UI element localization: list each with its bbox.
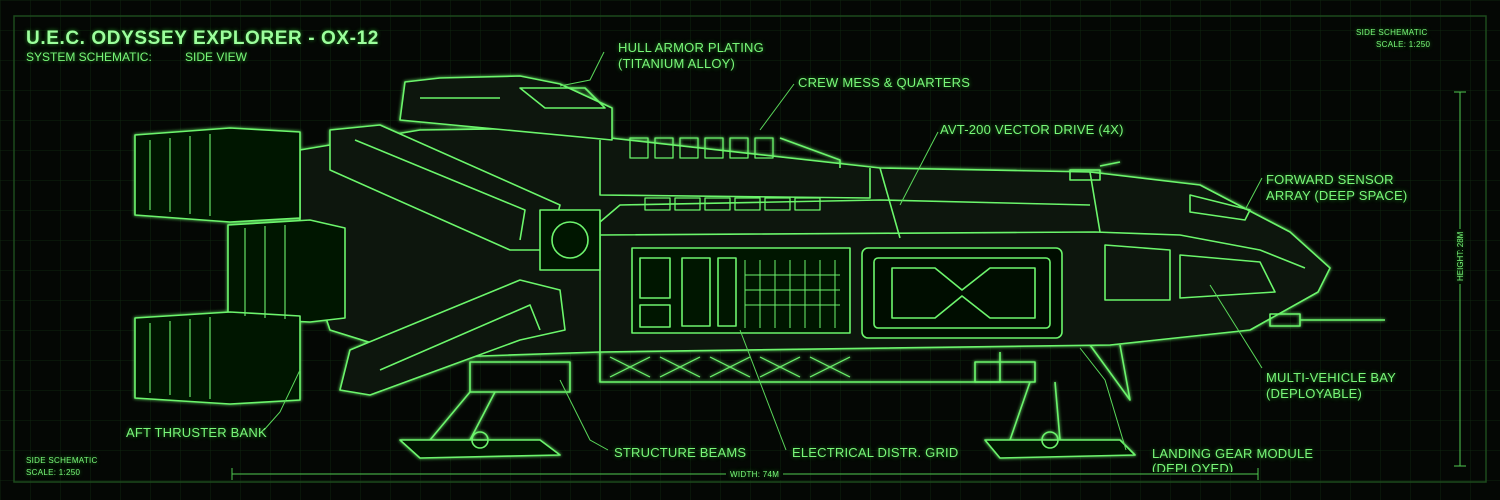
callout-structure-beams: STRUCTURE BEAMS [614, 445, 747, 460]
callout-vehicle-bay-line1: MULTI-VEHICLE BAY [1266, 370, 1397, 385]
callout-landing-gear-line1: LANDING GEAR MODULE [1152, 446, 1314, 461]
callout-landing-gear-line2: (DEPLOYED) [1152, 461, 1234, 472]
corner-bottom-left-line1: SIDE SCHEMATIC [26, 456, 98, 465]
schematic-view-label: SIDE VIEW [185, 50, 248, 64]
height-dimension-label: HEIGHT: 28M [1456, 228, 1465, 284]
width-dimension-label: WIDTH: 74M [726, 470, 784, 480]
corner-bottom-left-line2: SCALE: 1:250 [26, 468, 81, 477]
ship-body [134, 75, 1385, 459]
callout-leaders [263, 51, 1263, 451]
callout-electrical-grid: ELECTRICAL DISTR. GRID [792, 445, 959, 460]
callout-forward-sensor-line2: ARRAY (DEEP SPACE) [1266, 188, 1408, 203]
frame-border [13, 15, 1487, 483]
callout-hull-armor-line2: (TITANIUM ALLOY) [618, 56, 736, 71]
callout-aft-thruster: AFT THRUSTER BANK [126, 425, 267, 440]
corner-top-right-line1: SIDE SCHEMATIC [1356, 28, 1428, 37]
page-title: U.E.C. ODYSSEY EXPLORER - OX-12 [26, 28, 379, 49]
callout-forward-sensor-line1: FORWARD SENSOR [1266, 172, 1394, 187]
callout-hull-armor-line1: HULL ARMOR PLATING [618, 40, 764, 55]
corner-top-right-line2: SCALE: 1:250 [1376, 40, 1431, 49]
schematic-type-label: SYSTEM SCHEMATIC: [26, 50, 152, 64]
callout-crew-mess: CREW MESS & QUARTERS [798, 75, 971, 90]
callout-vector-drive: AVT-200 VECTOR DRIVE (4X) [940, 122, 1124, 137]
callout-vehicle-bay-line2: (DEPLOYABLE) [1266, 386, 1363, 401]
